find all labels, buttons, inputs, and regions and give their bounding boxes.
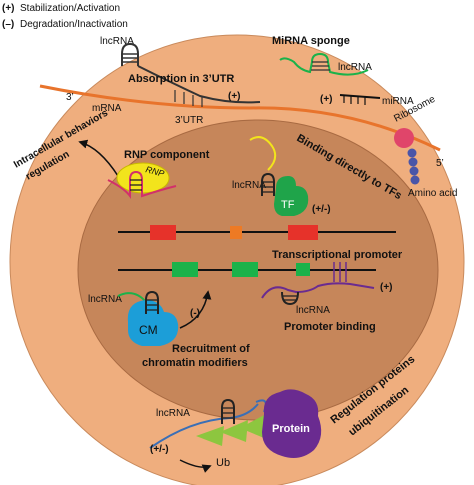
- absorption-title: Absorption in 3’UTR: [128, 73, 234, 85]
- intracellular-arrow: [78, 139, 119, 177]
- legend: (+) Stabilization/Activation (–) Degrada…: [2, 3, 128, 30]
- utr-label: 3’UTR: [175, 115, 203, 126]
- ub-sign: (+/-): [150, 444, 169, 455]
- gene-box-green-2: [232, 262, 258, 277]
- rnp-module: RNP component RNP: [107, 149, 210, 199]
- cm-title-line2: chromatin modifiers: [142, 357, 248, 369]
- tf-sign: (+/-): [312, 204, 331, 215]
- absorption-lncrna-hairpin: [121, 42, 261, 107]
- cm-title-line1: Recruitment of: [172, 343, 250, 355]
- legend-activation-sign: (+): [2, 3, 15, 14]
- ubiquitin-chain: [196, 414, 266, 446]
- absorption-sign: (+): [228, 91, 241, 102]
- ub-lncrna-hairpin: [221, 398, 235, 424]
- promoter-lncrna-strand: [261, 282, 375, 299]
- ub-label: Ub: [216, 457, 230, 469]
- promoter-binding-hairpin-top: [333, 262, 347, 282]
- gene-box-green-1: [172, 262, 198, 277]
- rnp-badge: RNP: [144, 164, 165, 179]
- sponge-sign: (+): [320, 94, 333, 105]
- tf-protein-shape: [274, 176, 309, 216]
- mirna-strand: [339, 94, 381, 105]
- protein-shape: [262, 389, 322, 458]
- rnp-lncrna: [107, 170, 177, 199]
- cm-lncrna-label: lncRNA: [88, 294, 122, 305]
- tf-lncrna-strand: [249, 136, 277, 171]
- amino-acid-chain: [407, 148, 420, 185]
- legend-degradation-sign: (–): [2, 19, 14, 30]
- legend-activation-text: Stabilization/Activation: [20, 3, 120, 14]
- promoter-binding-title: Promoter binding: [284, 321, 376, 333]
- mrna-five-prime: 5’: [436, 158, 444, 169]
- gene-box-green-3: [296, 263, 310, 276]
- gene-box-red-right: [288, 225, 318, 240]
- protein-label: Protein: [272, 423, 310, 435]
- mrna-label: mRNA: [92, 103, 122, 114]
- absorption-module: lncRNA Absorption in 3’UTR (+) 3’ mRNA 3…: [66, 36, 261, 126]
- cm-module: lncRNA CM (-) Recruitment of chromatin m…: [88, 290, 250, 369]
- legend-degradation-text: Degradation/Inactivation: [20, 19, 128, 30]
- cm-lncrna-hairpin: [145, 290, 159, 314]
- rnp-title: RNP component: [124, 149, 210, 161]
- cm-sign: (-): [190, 308, 200, 319]
- amino-acid-label: Amino acid: [408, 188, 457, 199]
- absorption-lncrna-label: lncRNA: [100, 36, 134, 47]
- sponge-title: MiRNA sponge: [272, 35, 350, 47]
- promoter-sign: (+): [380, 282, 393, 293]
- gene-box-orange: [230, 226, 242, 239]
- ub-arrow: [179, 459, 212, 473]
- promoter-title: Transcriptional promoter: [272, 249, 403, 261]
- sponge-lncrna-label: lncRNA: [338, 62, 372, 73]
- promoter-binding-module: lncRNA Promoter binding: [261, 282, 376, 333]
- mrna-strand: [39, 84, 441, 152]
- gene-box-red-left: [150, 225, 176, 240]
- ribosome-shape: [394, 128, 414, 148]
- cm-arrow: [179, 290, 212, 329]
- mirna-label: miRNA: [382, 96, 414, 107]
- mirna-sponge-module: MiRNA sponge lncRNA (+) miRNA: [272, 35, 414, 107]
- tf-lncrna-hairpin: [261, 172, 275, 196]
- promoter-lncrna-hairpin: [281, 291, 299, 306]
- cm-protein-shape: [127, 300, 179, 346]
- ub-lncrna-label: lncRNA: [156, 408, 190, 419]
- promoter-lncrna-label: lncRNA: [296, 305, 330, 316]
- tf-lncrna-label: lncRNA: [232, 180, 266, 191]
- mrna-three-prime: 3’: [66, 92, 74, 103]
- cm-badge: CM: [139, 323, 158, 337]
- tf-badge: TF: [281, 199, 295, 211]
- sponge-lncrna-hairpin: [279, 52, 369, 76]
